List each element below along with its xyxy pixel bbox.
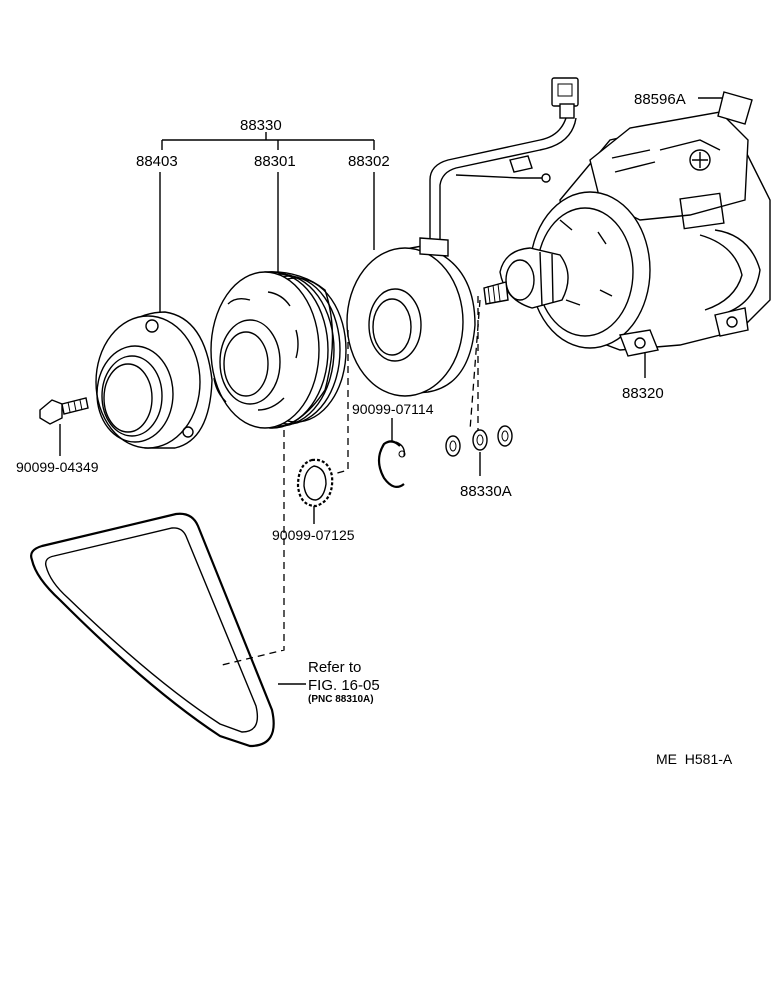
- callout-90099-04349: 90099-04349: [16, 459, 99, 475]
- compressor-body: [483, 111, 771, 357]
- callout-labels: 88330 88403 88301 88302 88596A 88320 900…: [16, 91, 733, 767]
- callout-90099-07114: 90099-07114: [352, 401, 434, 417]
- callout-90099-07125: 90099-07125: [272, 527, 355, 543]
- callout-88302: 88302: [348, 153, 390, 170]
- label-plate: [717, 91, 753, 125]
- snap-ring-coil: [377, 440, 406, 488]
- callout-88301: 88301: [254, 153, 296, 170]
- callout-88403: 88403: [136, 153, 178, 170]
- bolt-icon: [39, 397, 89, 425]
- alignment-dashes: [221, 296, 481, 666]
- v-belt: [30, 512, 275, 748]
- figure-code: ME H581-A: [656, 751, 733, 767]
- pressure-plate: [95, 311, 213, 449]
- wire-harness: [429, 117, 577, 240]
- leader-lines: [59, 97, 722, 685]
- callout-88330a: 88330A: [460, 483, 512, 500]
- callout-88320: 88320: [622, 385, 664, 402]
- stator-coil: [346, 237, 476, 397]
- reference-line-1: Refer to: [308, 659, 361, 676]
- shim-washers: [445, 425, 513, 457]
- connector-plug-icon: [551, 77, 579, 119]
- reference-line-2: FIG. 16-05: [308, 677, 380, 694]
- pulley: [210, 271, 347, 429]
- reference-line-3: (PNC 88310A): [308, 694, 374, 705]
- callout-88330: 88330: [240, 117, 282, 134]
- snap-ring-pulley: [296, 458, 334, 508]
- callout-88596a: 88596A: [634, 91, 686, 108]
